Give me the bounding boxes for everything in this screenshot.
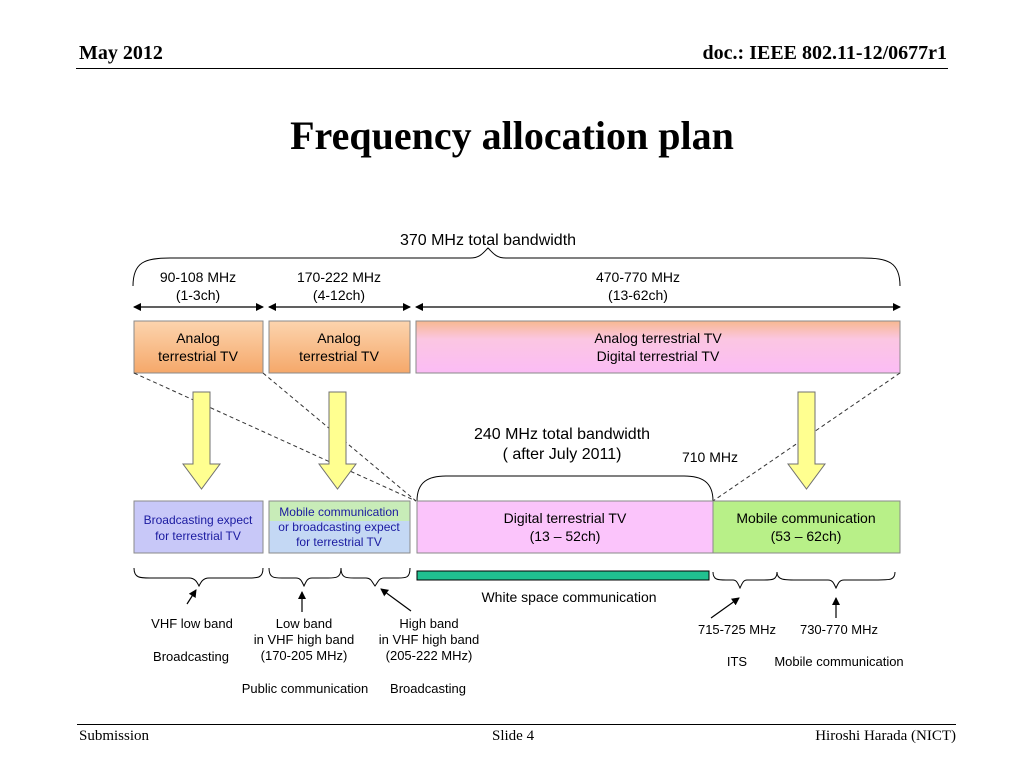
box-broadcasting-expect-line1: Broadcasting expect [144, 513, 253, 527]
dashed-connector-left [133, 372, 417, 502]
box-analog-vhf-high-line2: terrestrial TV [299, 348, 380, 364]
after-bandwidth-label: 240 MHz total bandwidth [474, 426, 650, 443]
label-mobile-frequency: 730-770 MHz [800, 622, 878, 637]
range-ch-uhf: (13-62ch) [608, 287, 668, 303]
range-ch-vhf-high: (4-12ch) [313, 287, 365, 303]
box-analog-digital-uhf-line2: Digital terrestrial TV [597, 348, 720, 364]
header-rule [76, 68, 948, 69]
footer-slide-number: Slide 4 [492, 728, 535, 744]
white-space-label: White space communication [481, 589, 656, 605]
brace-vhf-low [133, 567, 264, 588]
box-mobile-communication [712, 500, 901, 554]
box-analog-digital-uhf [415, 320, 901, 374]
range-label-uhf: 470-770 MHz [596, 269, 680, 285]
box-mobile-or-broadcasting-line3: for terrestrial TV [296, 535, 382, 549]
label-its: ITS [727, 654, 748, 669]
box-analog-vhf-low-line1: Analog [176, 330, 220, 346]
marker-710-label: 710 MHz [682, 449, 738, 465]
range-label-vhf-high: 170-222 MHz [297, 269, 381, 285]
label-low-band-in: in VHF high band [254, 632, 354, 647]
range-label-vhf-low: 90-108 MHz [160, 269, 236, 285]
header-doc-id: doc.: IEEE 802.11-12/0677r1 [702, 42, 947, 64]
box-digital-terrestrial [416, 500, 714, 554]
down-arrow-icon [787, 391, 826, 490]
box-analog-vhf-low-line2: terrestrial TV [158, 348, 239, 364]
box-analog-vhf-high-line1: Analog [317, 330, 361, 346]
label-vhf-low-band: VHF low band [151, 616, 233, 631]
footer-rule [77, 724, 956, 725]
box-analog-vhf-low [133, 320, 264, 374]
after-bandwidth-dome [416, 475, 714, 502]
down-arrow-icon [318, 391, 357, 490]
brace-low-band [268, 567, 342, 588]
brace-high-band [340, 567, 411, 587]
box-mobile-or-broadcasting-top-tint [269, 501, 410, 521]
header-date: May 2012 [79, 42, 163, 64]
range-ch-vhf-low: (1-3ch) [176, 287, 220, 303]
total-bandwidth-label: 370 MHz total bandwidth [400, 232, 576, 249]
total-bandwidth-brace [132, 247, 901, 287]
label-broadcasting-2: Broadcasting [390, 681, 466, 696]
box-broadcasting-expect [133, 500, 264, 554]
box-mobile-communication-line2: (53 – 62ch) [771, 528, 842, 544]
box-digital-terrestrial-line1: Digital terrestrial TV [504, 510, 627, 526]
box-mobile-or-broadcasting-outline [268, 500, 411, 554]
footer-author: Hiroshi Harada (NICT) [815, 728, 956, 744]
label-low-band-range: (170-205 MHz) [261, 648, 348, 663]
label-high-band-range: (205-222 MHz) [386, 648, 473, 663]
box-digital-terrestrial-line2: (13 – 52ch) [530, 528, 601, 544]
pointer-arrow-its [710, 597, 740, 619]
box-mobile-or-broadcasting-line2: or broadcasting expect [278, 520, 400, 534]
label-high-band-in: in VHF high band [379, 632, 479, 647]
white-space-bar [416, 570, 710, 581]
label-broadcasting-1: Broadcasting [153, 649, 229, 664]
down-arrow-icon [182, 391, 221, 490]
slide-title: Frequency allocation plan [290, 113, 734, 158]
footer-submission: Submission [79, 728, 150, 744]
box-broadcasting-expect-line2: for terrestrial TV [155, 529, 241, 543]
label-low-band: Low band [276, 616, 332, 631]
box-mobile-communication-line1: Mobile communication [736, 510, 875, 526]
box-mobile-or-broadcasting-line1: Mobile communication [279, 505, 398, 519]
pointer-arrow-high-band [380, 588, 412, 612]
label-public-communication: Public communication [242, 681, 368, 696]
label-high-band: High band [399, 616, 458, 631]
brace-mobile [776, 571, 896, 590]
brace-its [712, 571, 778, 590]
box-analog-vhf-high [268, 320, 411, 374]
label-its-frequency: 715-725 MHz [698, 622, 776, 637]
pointer-arrow-vhf-low [186, 589, 197, 605]
label-mobile-communication: Mobile communication [774, 654, 903, 669]
after-bandwidth-date: ( after July 2011) [503, 446, 622, 463]
box-analog-digital-uhf-line1: Analog terrestrial TV [594, 330, 722, 346]
